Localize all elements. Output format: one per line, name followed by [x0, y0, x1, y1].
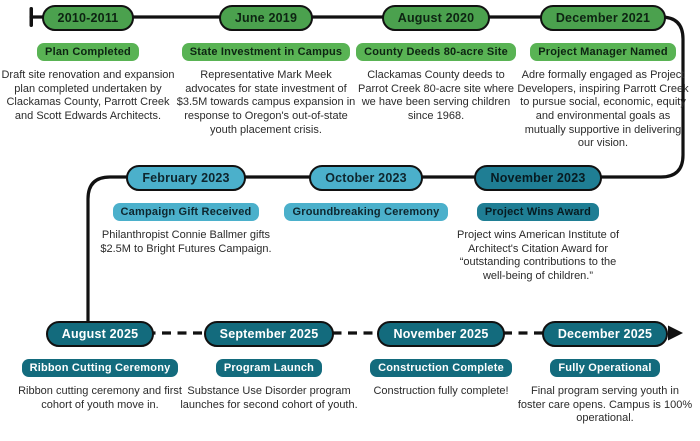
timeline-date-pill: August 2025 [45, 321, 155, 347]
event-description: Adre formally engaged as Project Develop… [517, 69, 689, 150]
event-description: Philanthropist Connie Ballmer gifts $2.5… [100, 229, 272, 255]
event-badge: County Deeds 80-acre Site [356, 43, 516, 61]
timeline-date-pill: November 2025 [377, 321, 505, 347]
timeline-event-june-2019: June 2019 State Investment in Campus Rep… [176, 5, 356, 137]
event-badge: Campaign Gift Received [112, 203, 260, 221]
event-description: Substance Use Disorder program launches … [180, 385, 358, 411]
timeline-date-pill: June 2019 [218, 5, 314, 31]
event-badge: Groundbreaking Ceremony [284, 203, 448, 221]
timeline-date-pill: August 2020 [381, 5, 491, 31]
event-description: Construction fully complete! [373, 385, 509, 397]
timeline-date-pill: October 2023 [309, 165, 423, 191]
timeline-date-pill: December 2021 [539, 5, 667, 31]
event-description: Final program serving youth in foster ca… [517, 385, 693, 425]
event-description: Draft site renovation and expansion plan… [1, 69, 175, 122]
timeline-date-pill: 2010-2011 [41, 5, 135, 31]
timeline-event-2010: 2010-2011 Plan Completed Draft site reno… [0, 5, 176, 124]
timeline-event-september-2025: September 2025 Program Launch Substance … [179, 321, 359, 412]
event-badge: Project Manager Named [530, 43, 676, 61]
timeline-event-august-2025: August 2025 Ribbon Cutting Ceremony Ribb… [10, 321, 190, 412]
timeline-event-february-2023: February 2023 Campaign Gift Received Phi… [96, 165, 276, 256]
event-description: Project wins American Institute of Archi… [456, 229, 619, 282]
timeline-date-pill: February 2023 [126, 165, 246, 191]
timeline-event-november-2023: November 2023 Project Wins Award Project… [448, 165, 628, 284]
event-badge: State Investment in Campus [181, 43, 351, 61]
timeline-event-november-2025: November 2025 Construction Complete Cons… [351, 321, 531, 399]
timeline-event-october-2023: October 2023 Groundbreaking Ceremony [276, 165, 456, 229]
timeline-date-pill: September 2025 [203, 321, 335, 347]
event-badge: Fully Operational [550, 359, 660, 377]
event-description: Representative Mark Meek advocates for s… [176, 69, 356, 136]
event-badge: Project Wins Award [476, 203, 600, 221]
timeline-date-pill: November 2023 [474, 165, 602, 191]
event-badge: Ribbon Cutting Ceremony [21, 359, 179, 377]
event-badge: Program Launch [215, 359, 323, 377]
right-arrow-icon [668, 325, 683, 341]
event-badge: Plan Completed [37, 43, 139, 61]
event-description: Ribbon cutting ceremony and first cohort… [18, 385, 182, 411]
timeline-event-august-2020: August 2020 County Deeds 80-acre Site Cl… [351, 5, 521, 124]
timeline-event-december-2025: December 2025 Fully Operational Final pr… [517, 321, 693, 426]
timeline-solid-line [29, 15, 685, 335]
event-badge: Construction Complete [370, 359, 512, 377]
timeline-event-december-2021: December 2021 Project Manager Named Adre… [517, 5, 689, 151]
timeline-date-pill: December 2025 [541, 321, 669, 347]
event-description: Clackamas County deeds to Parrot Creek 8… [358, 69, 514, 122]
